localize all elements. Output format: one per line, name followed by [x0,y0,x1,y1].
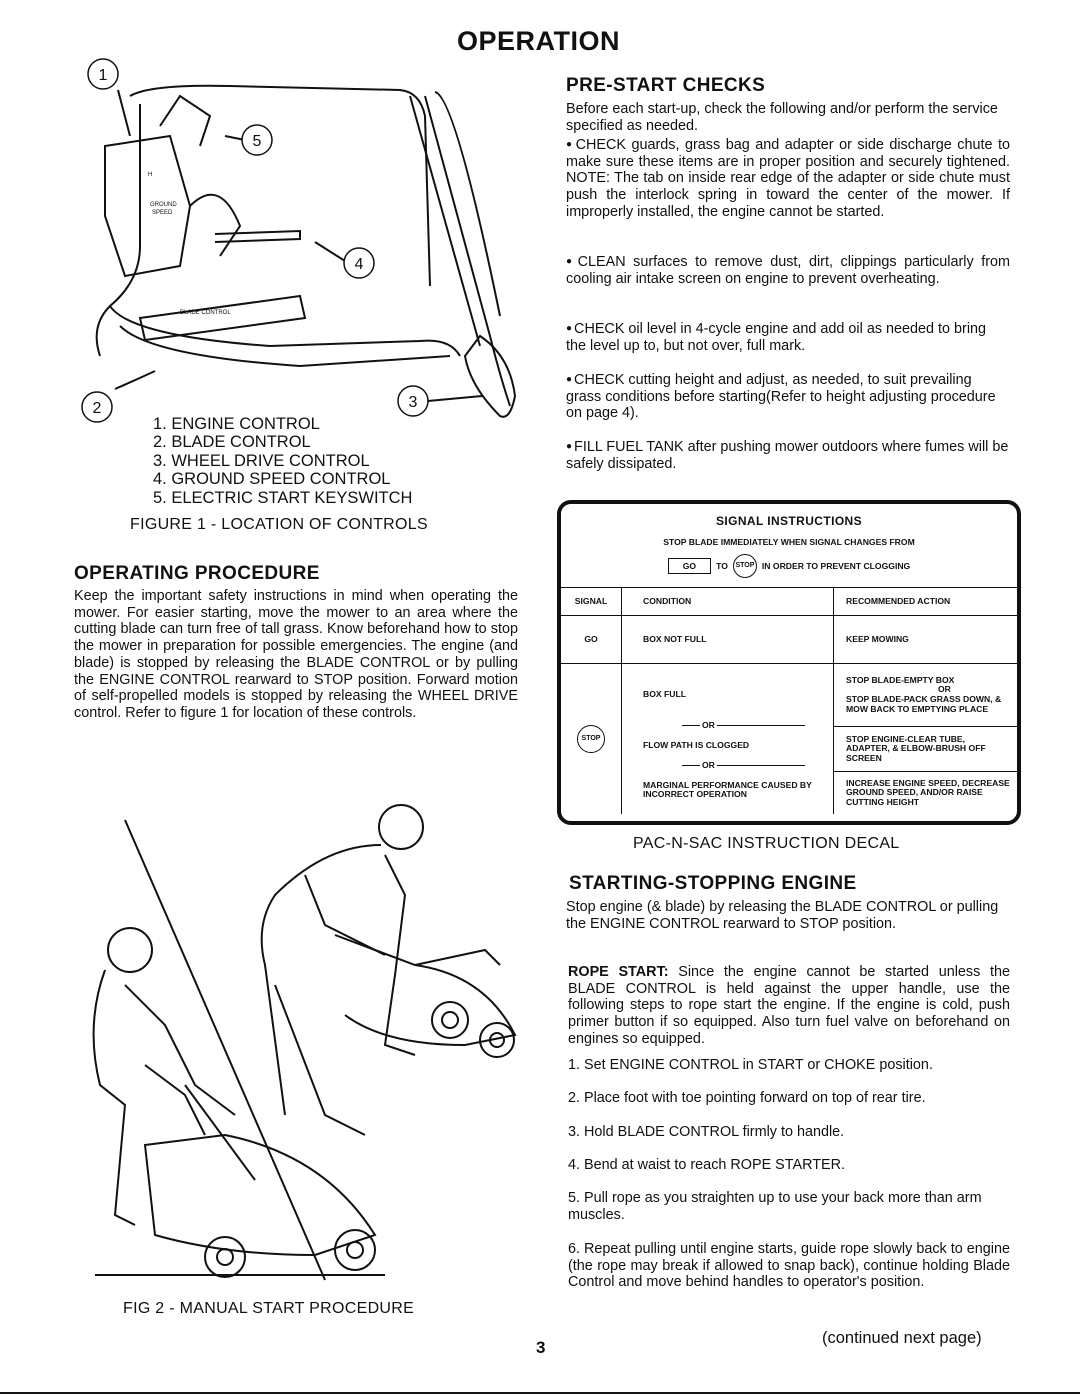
table-row-go: GO BOX NOT FULL KEEP MOWING [561,615,1017,664]
prestart-check-height: CHECK cutting height and adjust, as need… [566,372,1010,422]
page-title: OPERATION [457,26,621,56]
decal-line1: STOP BLADE IMMEDIATELY WHEN SIGNAL CHANG… [663,537,915,547]
go-action: KEEP MOWING [846,633,909,644]
box-full-condition: BOX FULL [643,688,686,699]
table-header-row: SIGNAL CONDITION RECOMMENDED ACTION [561,587,1017,616]
decal-caption: PAC-N-SAC INSTRUCTION DECAL [633,835,900,852]
manual-start-illustration [92,804,517,1281]
action-empty-box: STOP BLADE-EMPTY BOX [846,674,955,685]
step-3: 3. Hold BLADE CONTROL firmly to handle. [568,1124,845,1140]
starting-intro: Stop engine (& blade) by releasing the B… [566,899,999,932]
rope-start-text: Since the engine cannot be started unles… [568,964,1011,1047]
page-number: 3 [536,1338,546,1357]
rope-start-label: ROPE START: [568,964,669,980]
continued-note: (continued next page) [822,1329,982,1347]
callout-1: 1 [99,67,108,84]
operating-text: Keep the important safety instructions i… [74,588,518,721]
legend-item: 2. BLADE CONTROL [153,433,311,452]
go-condition: BOX NOT FULL [621,615,834,664]
go-box: GO [667,558,712,574]
prestart-heading: PRE-START CHECKS [566,75,766,96]
prevent-clogging-text: IN ORDER TO PREVENT CLOGGING [761,561,911,571]
signal-table: SIGNAL CONDITION RECOMMENDED ACTION GO B… [561,587,1017,814]
legend-item: 3. WHEEL DRIVE CONTROL [153,451,370,470]
callout-3: 3 [409,394,418,411]
controls-illustration: BLADE CONTROL H GROUND SPEED 1 5 4 2 3 [81,58,517,423]
marginal-condition: MARGINAL PERFORMANCE CAUSED BY INCORRECT… [643,779,812,800]
prestart-check-guards: CHECK guards, grass bag and adapter or s… [566,137,1010,221]
callout-5: 5 [253,133,262,150]
table-row-stop: STOP BOX FULL OR FLOW PATH IS CLOGGED OR… [561,663,1017,814]
step-1: 1. Set ENGINE CONTROL in START or CHOKE … [568,1057,933,1073]
to-text: TO [716,561,728,571]
bottom-rule [0,1392,1080,1394]
prestart-check-oil: CHECK oil level in 4-cycle engine and ad… [566,321,1010,354]
callout-4: 4 [355,256,364,273]
prestart-fill-fuel: FILL FUEL TANK after pushing mower outdo… [566,439,1010,472]
svg-text:H: H [148,172,152,178]
legend-item: 5. ELECTRIC START KEYSWITCH [153,488,413,507]
stop-signal-icon: STOP [577,725,605,753]
header-signal: SIGNAL [561,587,622,616]
action-or: OR [938,684,951,695]
rope-start-paragraph: ROPE START: Since the engine cannot be s… [568,964,1010,1048]
figure1-caption: FIGURE 1 - LOCATION OF CONTROLS [130,516,428,533]
step-2: 2. Place foot with toe pointing forward … [568,1090,926,1106]
decal-line2: GO TO STOP IN ORDER TO PREVENT CLOGGING [561,554,1017,578]
signal-instructions-decal: SIGNAL INSTRUCTIONS STOP BLADE IMMEDIATE… [557,500,1021,825]
flow-path-condition: FLOW PATH IS CLOGGED [643,739,750,750]
svg-text:GROUND: GROUND [150,202,177,208]
or-separator: OR [702,759,715,770]
header-condition: CONDITION [621,587,834,616]
action-increase-speed: INCREASE ENGINE SPEED, DECREASE GROUND S… [846,777,1010,807]
legend-item: 4. GROUND SPEED CONTROL [153,470,391,489]
figure2-caption: FIG 2 - MANUAL START PROCEDURE [123,1300,415,1317]
callout-2: 2 [93,400,102,417]
svg-text:BLADE CONTROL: BLADE CONTROL [180,310,231,316]
prestart-clean: CLEAN surfaces to remove dust, dirt, cli… [566,254,1010,287]
action-pack-grass: STOP BLADE-PACK GRASS DOWN, & MOW BACK T… [846,694,1002,714]
stop-sign-icon: STOP [732,554,757,578]
decal-title: SIGNAL INSTRUCTIONS [715,514,863,528]
or-separator: OR [702,719,715,730]
starting-heading: STARTING-STOPPING ENGINE [569,873,857,894]
step-5: 5. Pull rope as you straighten up to use… [568,1190,982,1223]
step-6: 6. Repeat pulling until engine starts, g… [568,1241,1010,1291]
legend-item: 1. ENGINE CONTROL [153,415,320,433]
go-signal: GO [561,615,622,664]
svg-text:SPEED: SPEED [152,210,173,216]
prestart-intro: Before each start-up, check the followin… [566,101,998,134]
step-4: 4. Bend at waist to reach ROPE STARTER. [568,1157,845,1173]
action-clear-tube: STOP ENGINE-CLEAR TUBE, ADAPTER, & ELBOW… [834,727,1017,772]
figure1-legend: 1. ENGINE CONTROL 2. BLADE CONTROL 3. WH… [153,415,412,507]
header-action: RECOMMENDED ACTION [846,595,951,606]
operating-heading: OPERATING PROCEDURE [74,563,320,584]
